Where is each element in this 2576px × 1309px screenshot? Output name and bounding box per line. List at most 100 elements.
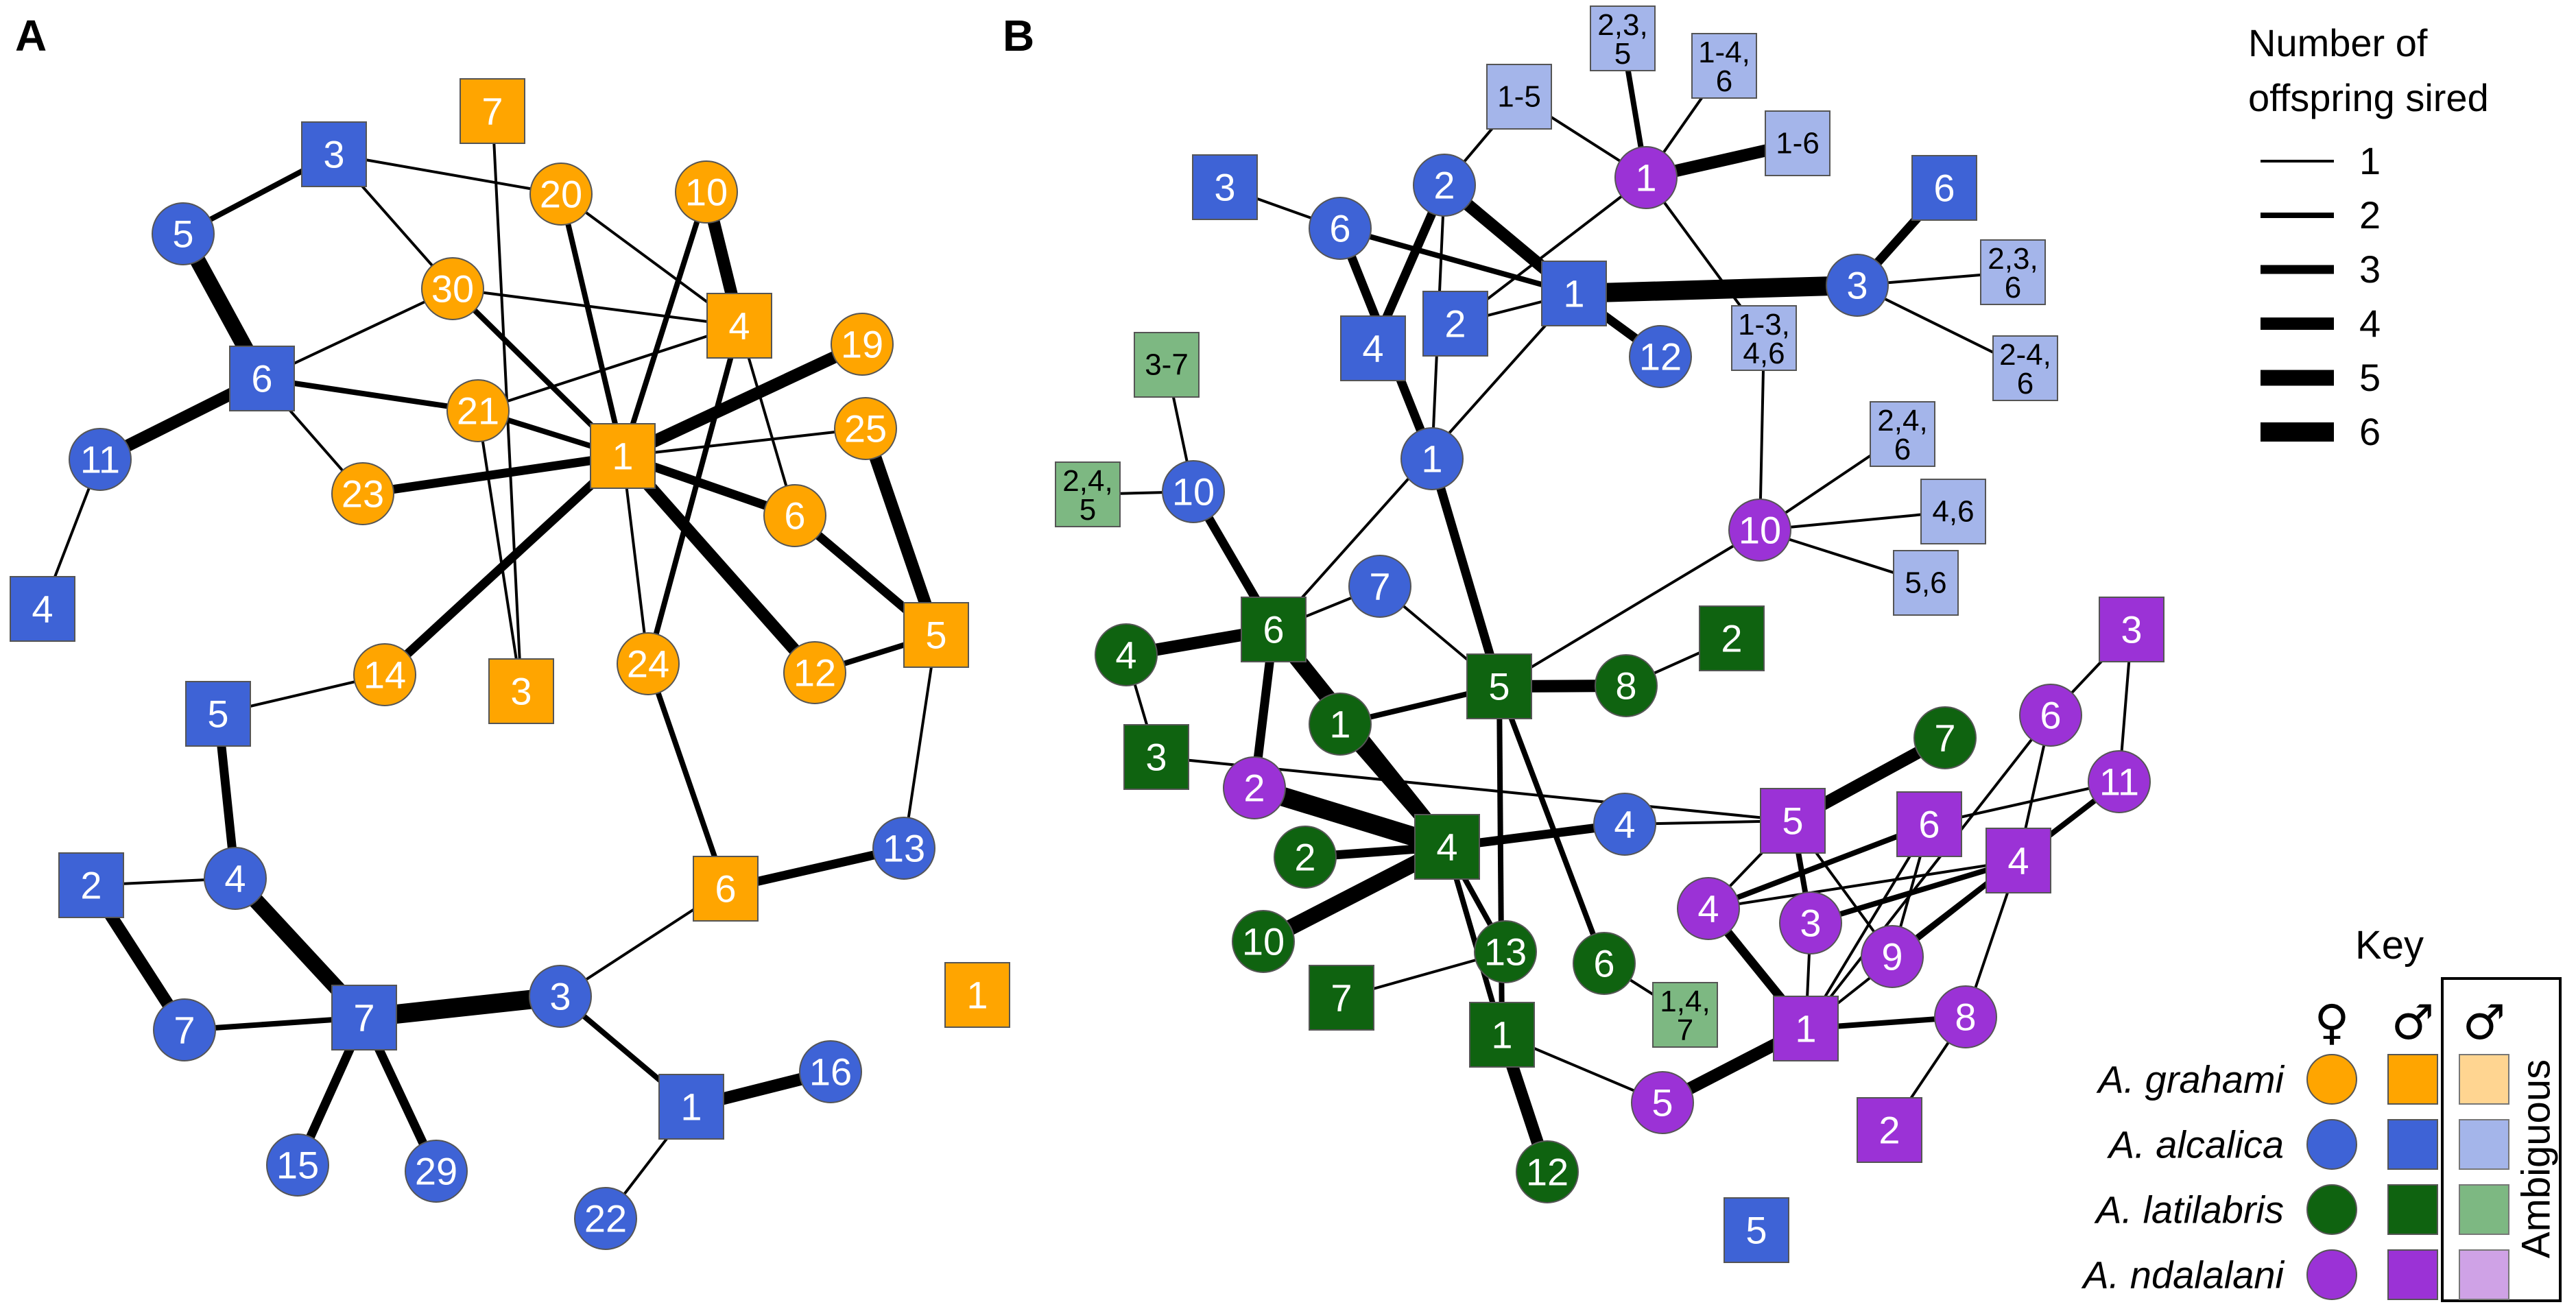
panel-a-node-label: 3 [510,670,532,713]
panel-a-node-shape [153,998,216,1061]
panel-b-node-label: 3 [1800,902,1821,945]
panel-a-edge [261,376,479,413]
panel-a-node-square: 7 [460,78,525,144]
panel-b-node-amb: 2,4,5 [1055,461,1121,527]
panel-a-node-shape [10,576,75,642]
panel-b-node-label: 4 [1697,887,1719,930]
panel-b-node-label: 1 [1329,703,1350,746]
panel-a-node-label: 13 [883,827,925,870]
panel-a-node-square: 6 [693,856,759,922]
key-title: Key [2355,923,2424,968]
panel-a-node-shape [331,985,397,1050]
panel-b-node-shape [1223,756,1286,819]
panel-a-node-shape [529,163,593,226]
panel-b-node-circle: 9 [1861,925,1924,988]
key-female-swatch [2306,1119,2357,1170]
panel-b-edge [1804,714,2052,1030]
panel-b-node-shape [1980,239,2046,305]
panel-a-edge [620,338,865,462]
panel-b-node-shape [1992,335,2058,401]
panel-a-node-shape [944,962,1010,1028]
panel-b-node-shape [1414,814,1480,880]
female-symbol: ♀ [2314,994,2349,1050]
panel-b-node-shape [1413,154,1476,217]
panel-b-node-shape [1466,653,1532,719]
panel-a-edge [618,452,820,677]
panel-b-edge [1573,276,1858,303]
panel-b-node-label: 11 [2099,760,2139,804]
panel-b-node-circle: 11 [2088,750,2151,813]
panel-a-node-square: 3 [488,658,554,724]
panel-b-node-label: 1-6 [1776,127,1820,160]
panel-a-node-circle: 29 [405,1140,468,1203]
panel-b-node-label: 4 [1614,803,1635,846]
panel-b-node-shape [1590,5,1656,71]
panel-b-node-shape [1348,555,1411,618]
legend-level-label: 6 [2359,410,2381,453]
panel-b-node-label: 3 [1846,264,1868,307]
panel-b-node-label: 3 [1214,166,1235,209]
panel-a-node-shape [331,462,394,525]
panel-a-node-label: 3 [323,133,344,176]
panel-a-node-circle: 19 [831,313,894,376]
panel-a-node-circle: 23 [331,462,394,525]
panel-b-node-circle: 6 [2019,684,2082,747]
panel-b-node-square: 2 [1857,1097,1922,1163]
panel-b-node-label: 4 [2007,839,2029,882]
male-symbol: ♂ [2392,994,2435,1050]
panel-b-node-label: 7 [1934,717,1955,760]
panel-b-node-amb: 1-4,6 [1691,33,1757,99]
panel-b-node-label: 10 [1739,509,1781,552]
panel-a-node-shape [421,257,484,320]
panel-b-node-shape [1893,550,1959,616]
legend-level-label: 1 [2359,139,2381,182]
panel-a-node-label: 22 [584,1197,627,1240]
panel-a-node-shape [266,1133,329,1197]
panel-b-node-label: 2,4,5 [1062,464,1112,527]
panel-a-node-shape [405,1140,468,1203]
panel-a-node-shape [658,1074,724,1140]
panel-b-node-circle: 10 [1162,460,1225,523]
panel-b-node-circle: 7 [1913,706,1977,769]
legend-title-line2: offspring sired [2248,76,2489,119]
panel-b-node-shape [1422,291,1488,357]
panel-b-node-shape [1691,33,1757,99]
panel-b-node-square: 1 [1541,261,1607,326]
panel-a-node-shape [675,160,738,224]
panel-b-node-label: 13 [1484,930,1527,974]
legend-level-label: 5 [2359,356,2381,399]
panel-b-node-label: 5 [1488,665,1510,708]
panel-a-node-label: 1 [680,1085,702,1129]
panel-a-node-label: 5 [172,213,193,256]
panel-a-node-square: 1 [590,423,656,489]
panel-b-node-label: 4 [1436,826,1457,869]
panel-b-edge [1496,685,1607,965]
panel-a-node-label: 5 [925,614,946,657]
panel-b-node-circle: 1 [1309,693,1372,756]
panel-b-node-label: 10 [1172,470,1215,514]
panel-b-node-label: 2,3,5 [1597,8,1647,71]
panel-a-edge [645,662,728,890]
panel-b-node-label: 1 [1795,1007,1816,1050]
panel-b-node-shape [2019,684,2082,747]
panel-b-node-shape [1724,1197,1789,1263]
panel-a-node-label: 6 [251,357,272,400]
panel-b-node-label: 2 [1433,164,1455,207]
panel-a-edge [333,153,562,195]
key-ambiguous-swatch [2459,1184,2509,1235]
panel-a-node-shape [706,293,772,359]
panel-b-node-label: 4,6 [1932,495,1974,529]
panel-a-node-shape [872,817,935,880]
panel-b-node-shape [1985,828,2051,893]
panel-b-node-shape [1095,623,1158,686]
panel-a-node-label: 3 [549,975,571,1018]
panel-a-node-shape [58,852,124,918]
panel-a-node-label: 30 [431,267,474,311]
panel-b-node-label: 6 [1918,803,1940,846]
ambiguous-box [2441,977,2562,1302]
panel-b-node-shape [1731,305,1797,371]
key-male-swatch [2387,1054,2438,1105]
panel-b-node-shape [1779,891,1842,954]
panel-b-node-label: 2-4,6 [1999,338,2051,400]
panel-a-node-circle: 12 [783,641,846,704]
